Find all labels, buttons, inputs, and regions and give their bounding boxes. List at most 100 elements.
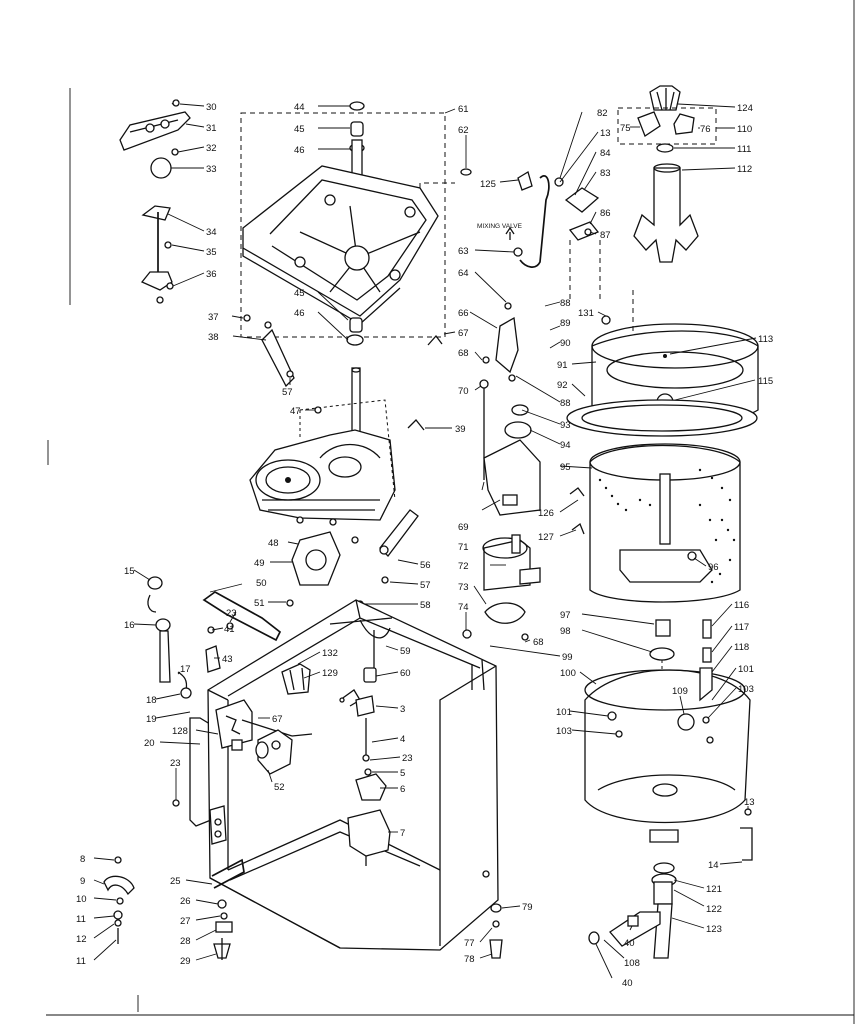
callout-111: 111	[737, 144, 751, 155]
callout-57-upper: 57	[282, 387, 293, 398]
callout-76: 76	[700, 124, 711, 135]
callout-66: 66	[458, 308, 469, 319]
motor-mount-bracket	[351, 509, 419, 608]
callout-40-lower: 40	[622, 978, 633, 989]
callout-11-lower: 11	[76, 956, 86, 967]
callout-46-lower: 46	[294, 308, 305, 319]
callout-35: 35	[206, 247, 217, 258]
callout-112: 112	[737, 164, 752, 175]
callout-56: 56	[420, 560, 431, 571]
callout-99: 99	[562, 652, 573, 663]
callout-48: 48	[268, 538, 279, 549]
callout-14: 14	[708, 860, 719, 871]
callout-4: 4	[400, 734, 405, 745]
callout-49: 49	[254, 558, 265, 569]
callout-68-upper: 68	[458, 348, 469, 359]
callout-11-upper: 11	[76, 914, 86, 925]
callout-16: 16	[124, 620, 135, 631]
callout-30: 30	[206, 102, 217, 113]
callout-108: 108	[624, 958, 640, 969]
callout-9: 9	[80, 876, 85, 887]
callout-109: 109	[672, 686, 688, 697]
callout-20: 20	[144, 738, 155, 749]
support-bracket-left	[243, 314, 295, 388]
callout-60: 60	[400, 668, 411, 679]
callout-36: 36	[206, 269, 217, 280]
callout-43: 43	[222, 654, 233, 665]
callout-13-upper: 13	[600, 128, 611, 139]
callout-82: 82	[597, 108, 608, 119]
basket-perforations	[598, 468, 736, 584]
callout-87: 87	[600, 230, 611, 241]
callout-27: 27	[180, 916, 191, 927]
callout-101-right: 101	[738, 664, 754, 675]
tub-ring-and-basket	[566, 240, 759, 603]
callout-90: 90	[560, 338, 571, 349]
callout-31: 31	[206, 123, 217, 134]
callout-68-lower: 68	[533, 637, 544, 648]
callout-5: 5	[400, 768, 405, 779]
callout-103-left: 103	[556, 726, 572, 737]
callout-41: 41	[224, 624, 235, 635]
callout-44: 44	[294, 102, 305, 113]
callout-131: 131	[578, 308, 594, 319]
callout-73: 73	[458, 582, 469, 593]
callout-7: 7	[400, 828, 405, 839]
callout-18: 18	[146, 695, 157, 706]
callout-88-upper: 88	[560, 298, 571, 309]
callout-69: 69	[458, 522, 469, 533]
callout-17: 17	[180, 664, 191, 675]
callout-39: 39	[455, 424, 466, 435]
callout-64: 64	[458, 268, 469, 279]
callout-126: 126	[538, 508, 554, 519]
callout-77: 77	[464, 938, 475, 949]
callout-28: 28	[180, 936, 191, 947]
callout-98: 98	[560, 626, 571, 637]
cabinet-base-frame	[207, 599, 499, 951]
callout-122: 122	[706, 904, 722, 915]
lid-switch-assembly	[119, 99, 191, 304]
callout-6: 6	[400, 784, 405, 795]
pump-motor-assembly	[427, 302, 541, 641]
callout-94: 94	[560, 440, 571, 451]
callout-32: 32	[206, 143, 217, 154]
callout-34: 34	[206, 227, 217, 238]
callout-29: 29	[180, 956, 191, 967]
callout-118: 118	[734, 642, 749, 653]
callout-45-lower: 45	[294, 288, 305, 299]
callout-40-upper: 40	[624, 938, 635, 949]
callout-125: 125	[480, 179, 496, 190]
callout-100: 100	[560, 668, 576, 679]
callout-23-inlet: 23	[226, 608, 237, 619]
callout-129: 129	[322, 668, 338, 679]
callout-38: 38	[208, 332, 219, 343]
callout-124: 124	[737, 103, 753, 114]
callout-19: 19	[146, 714, 157, 725]
timer-and-capacitor-group	[329, 617, 393, 866]
callout-72: 72	[458, 561, 469, 572]
callout-15: 15	[124, 566, 135, 577]
callout-91: 91	[557, 360, 568, 371]
callout-51: 51	[254, 598, 265, 609]
callout-8: 8	[80, 854, 85, 865]
callout-13-lower: 13	[744, 797, 755, 808]
callout-78: 78	[464, 954, 475, 965]
callout-84: 84	[600, 148, 611, 159]
callout-67-lower: 67	[272, 714, 283, 725]
callout-67: 67	[458, 328, 469, 339]
callout-52: 52	[274, 782, 285, 793]
callout-116: 116	[734, 600, 749, 611]
callout-57-lower: 57	[420, 580, 431, 591]
callout-numbers: 30 31 32 33 34 35 36 37 38 57 47 39 44 4…	[76, 102, 773, 989]
mixing-valve-label: MIXING VALVE	[477, 223, 523, 230]
transmission-gearcase	[249, 367, 425, 586]
callout-50: 50	[256, 578, 267, 589]
callout-45-upper: 45	[294, 124, 305, 135]
callout-86: 86	[600, 208, 611, 219]
callout-101-left: 101	[556, 707, 572, 718]
callout-115: 115	[758, 376, 773, 387]
callout-23-center: 23	[402, 753, 413, 764]
callout-25: 25	[170, 876, 181, 887]
callout-26: 26	[180, 896, 191, 907]
